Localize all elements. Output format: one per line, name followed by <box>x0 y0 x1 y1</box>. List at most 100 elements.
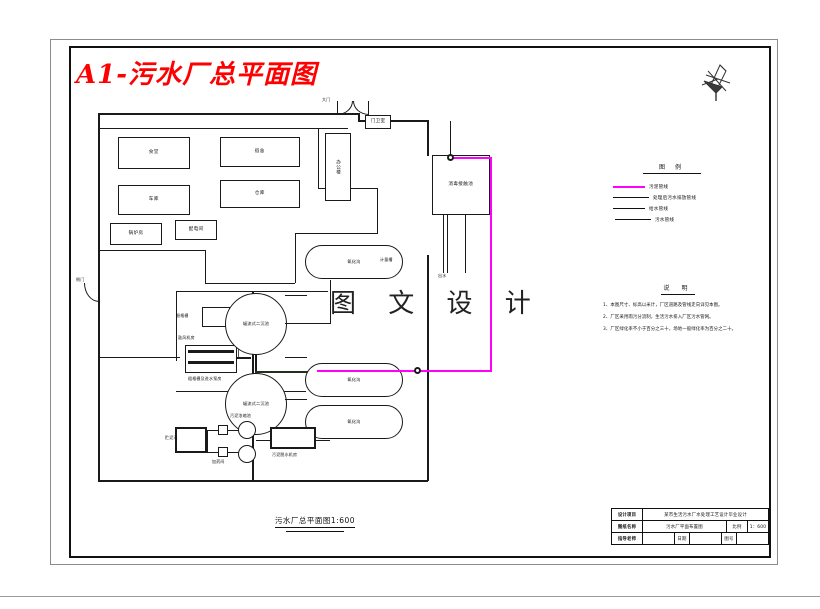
sludge-link-6 <box>316 440 330 441</box>
ditch-stub-3 <box>285 357 307 358</box>
sludge-pipe-horizontal <box>317 370 492 372</box>
site-plan: 大门 侧门 食堂 宿舍 办公楼 门卫室 车库 <box>76 95 560 495</box>
sludge-pipe-junction <box>414 367 421 374</box>
boundary-left <box>98 113 100 481</box>
oxidation-ditch-3-label: 氧化沟 <box>347 419 361 424</box>
secondary-clarifier-1: 辐流式二沉池 <box>225 293 287 355</box>
notes-item-0: 1、本图尺寸、标高以米计，厂区道路及管线走向详见本图。 <box>603 303 723 308</box>
legend-swatch-effluent-line <box>613 197 649 198</box>
building-canteen: 食堂 <box>118 137 190 169</box>
plan-caption-text: 污水厂总平面图1:600 <box>274 515 356 528</box>
legend-item-0: 污泥管线 <box>613 181 731 192</box>
watermark-text: 图 文 设 计 <box>330 289 543 319</box>
notes-item-1: 2、厂区采用雨污分流制，生活污水排入厂区污水管网。 <box>603 314 714 320</box>
legend-swatch-sludge-line <box>613 185 645 188</box>
title-block-key-advisor: 指导老师 <box>612 533 643 544</box>
title-block-value-advisor <box>643 533 675 544</box>
legend-title: 图 例 <box>643 162 701 174</box>
title-block-row-project: 设计项目 某市生活污水厂水处理工艺设计毕业设计 <box>612 509 768 521</box>
contact-outlet-v3 <box>465 215 466 273</box>
building-office-label: 办公楼 <box>335 159 341 175</box>
building-boilerroom: 锅炉房 <box>110 223 162 245</box>
oxidation-ditch-1: 氧化沟 <box>305 245 403 279</box>
building-warehouse: 仓库 <box>220 180 300 208</box>
oxidation-ditch-2-label: 氧化沟 <box>347 377 361 382</box>
secondary-clarifier-1-label: 辐流式二沉池 <box>242 321 270 326</box>
building-garage-label: 车库 <box>149 197 159 203</box>
drawing-title: A1-污水厂总平面图 <box>76 60 318 90</box>
boundary-top <box>98 113 348 115</box>
legend-label-1: 处理后污水排放管线 <box>653 195 697 201</box>
building-boilerroom-label: 锅炉房 <box>128 231 144 237</box>
road-line-top <box>98 128 348 129</box>
process-line-h-edge <box>98 357 120 358</box>
ditch-stub-4 <box>285 399 307 400</box>
title-block-value-project: 某市生活污水厂水处理工艺设计毕业设计 <box>664 512 747 518</box>
disinfection-contact-tank-label: 消毒接触池 <box>448 182 474 188</box>
side-gate-leaf <box>84 283 99 302</box>
sludge-link-1 <box>207 430 219 431</box>
sludge-pipe-top <box>450 157 492 159</box>
title-block-key-scale: 比例 <box>727 521 748 532</box>
sludge-valve-2 <box>218 447 228 457</box>
contact-outlet-v2 <box>447 215 448 273</box>
building-dormitory: 宿舍 <box>220 137 300 167</box>
title-block-key-drawing: 图纸名称 <box>612 521 643 532</box>
secondary-clarifier-2: 辐流式二沉池 <box>225 373 287 435</box>
legend-item-1: 处理后污水排放管线 <box>613 192 731 203</box>
legend-label-0: 污泥管线 <box>649 184 669 190</box>
notes-title: 说 明 <box>661 283 695 295</box>
dosing-room-label: 加药间 <box>212 459 225 464</box>
disinfection-contact-tank: 消毒接触池 <box>432 155 490 215</box>
inlet-pump-house <box>185 345 237 373</box>
inlet-pipe <box>237 357 251 359</box>
oxidation-ditch-2: 氧化沟 <box>305 363 403 397</box>
secondary-clarifier-2-label: 辐流式二沉池 <box>242 401 270 406</box>
ditch-stub-1 <box>285 295 307 296</box>
boundary-top-c <box>358 120 428 122</box>
title-block-value-date <box>690 533 722 544</box>
plan-caption: 污水厂总平面图1:600 <box>255 508 375 532</box>
title-block-key-project: 设计项目 <box>612 509 643 520</box>
boundary-right-upper <box>427 120 429 156</box>
legend: 图 例 污泥管线 处理后污水排放管线 给水管线 污水管线 <box>613 162 731 225</box>
sludge-link-4 <box>228 452 239 453</box>
boundary-notch-v <box>358 113 360 121</box>
legend-item-2: 给水管线 <box>613 203 731 214</box>
boundary-bottom <box>98 480 428 482</box>
sludge-link-v <box>207 430 208 453</box>
building-switchroom-label: 配电间 <box>188 227 204 233</box>
notes-item-2: 3、厂区绿化率不小于百分之三十，场地一般绿化率为百分之二十。 <box>603 326 737 332</box>
notes-block: 说 明 1、本图尺寸、标高以米计，厂区道路及管线走向详见本图。 2、厂区采用雨污… <box>603 283 753 338</box>
title-block-key-date: 日期 <box>675 533 690 544</box>
building-warehouse-label: 仓库 <box>255 191 265 197</box>
blower-house-label: 鼓风机房 <box>178 335 195 340</box>
title-block-row-advisor: 指导老师 日期 图号 <box>612 533 768 544</box>
road-line-v2 <box>377 188 378 233</box>
building-dormitory-label: 宿舍 <box>255 149 265 155</box>
title-block-row-drawing: 图纸名称 污水厂平面布置图 比例 1：600 <box>612 521 768 533</box>
title-block-value-number <box>737 533 768 544</box>
legend-label-3: 污水管线 <box>655 217 675 223</box>
road-line-v4 <box>205 250 206 283</box>
title-block-key-number: 图号 <box>722 533 737 544</box>
plan-caption-rule <box>286 531 344 532</box>
process-line-h-left <box>120 357 180 358</box>
title-block: 设计项目 某市生活污水厂水处理工艺设计毕业设计 图纸名称 污水厂平面布置图 比例… <box>611 508 769 545</box>
sludge-pump-2 <box>238 445 256 463</box>
oxidation-ditch-1-label: 氧化沟 <box>347 259 361 264</box>
sludge-link-5 <box>256 440 271 441</box>
title-block-value-drawing: 污水厂平面布置图 <box>643 521 727 532</box>
sludge-link-3 <box>228 430 239 431</box>
sludge-valve-1 <box>218 425 228 435</box>
sludge-thickener-label: 污泥浓缩池 <box>230 413 251 418</box>
ditch-stub-v <box>330 280 331 323</box>
road-line-h2 <box>295 233 378 234</box>
legend-swatch-water-supply-line <box>613 208 645 209</box>
oxidation-ditch-3: 氧化沟 <box>305 405 403 439</box>
road-line-h4 <box>98 250 205 251</box>
sludge-pump-1 <box>238 421 256 439</box>
building-switchroom: 配电间 <box>175 220 217 240</box>
sludge-thickener-feed-label: 贮泥池 <box>165 435 178 440</box>
